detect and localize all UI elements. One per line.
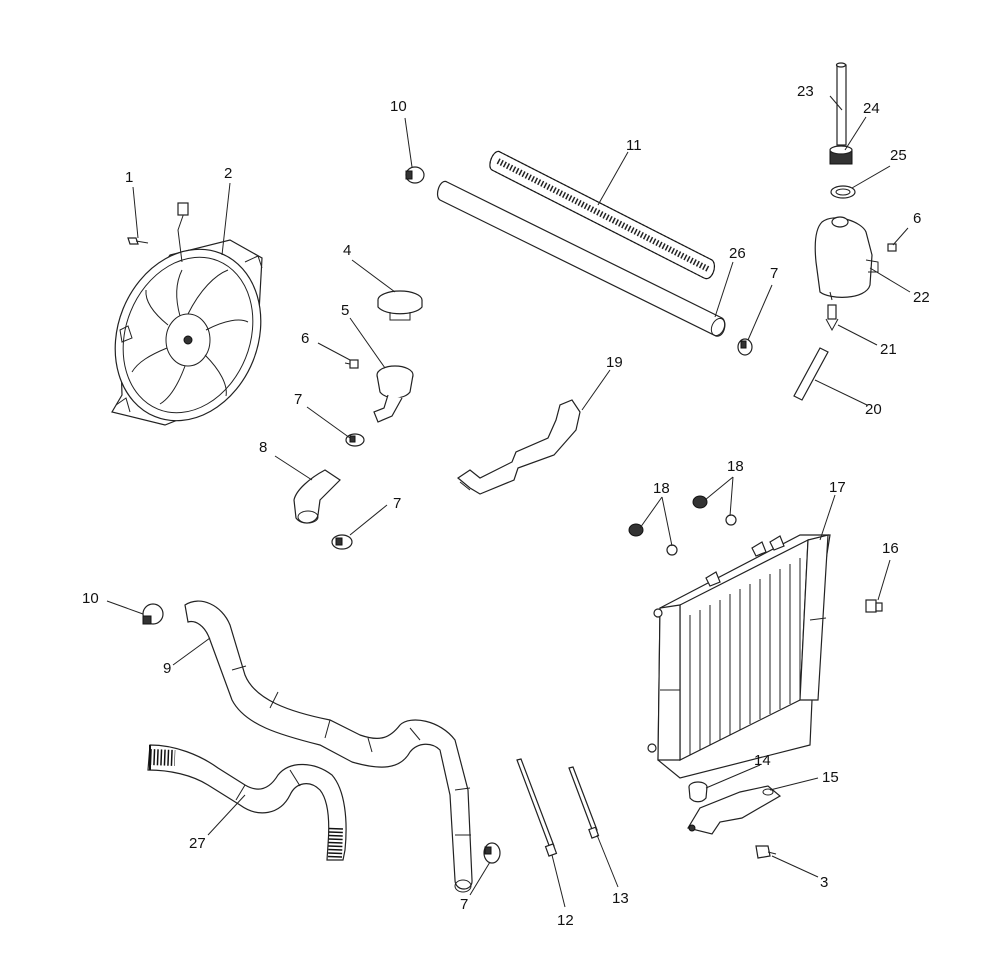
cable-tie-part-13 xyxy=(568,766,600,839)
fan-assembly xyxy=(111,202,263,426)
callout-10-upper: 10 xyxy=(390,98,407,115)
tank-cap-part-25 xyxy=(829,145,853,165)
cable-tie-part-12 xyxy=(516,758,558,857)
callout-8: 8 xyxy=(259,439,267,456)
callout-7-b: 7 xyxy=(393,495,401,512)
callout-11: 11 xyxy=(626,137,642,154)
filler-neck-part-5 xyxy=(373,365,414,423)
straight-tube-part-26 xyxy=(436,180,726,337)
expansion-tank-part-22 xyxy=(814,216,879,301)
hose-clamp-part-7-d xyxy=(483,842,501,864)
bolt-part-6-right xyxy=(887,243,897,252)
corrugated-hose-part-27 xyxy=(147,744,347,861)
radiator-cap-part-4 xyxy=(377,290,423,321)
grommet-part-14 xyxy=(688,781,708,803)
callout-1: 1 xyxy=(125,169,133,186)
callout-26: 26 xyxy=(729,245,746,262)
callout-labels: 1 2 3 4 5 6 6 7 7 7 7 8 9 10 10 11 12 13… xyxy=(82,83,930,929)
callout-12: 12 xyxy=(557,912,574,929)
callout-7-c: 7 xyxy=(770,265,778,282)
radiator-hose-part-9 xyxy=(184,600,473,893)
callout-22: 22 xyxy=(913,289,930,306)
leader-lines xyxy=(106,95,911,908)
overflow-tube-part-23 xyxy=(835,62,847,146)
hose-clamp-part-7-c xyxy=(737,338,753,356)
callout-20: 20 xyxy=(865,401,882,418)
elbow-hose-part-8 xyxy=(293,469,341,524)
callout-6-left: 6 xyxy=(301,330,309,347)
grommets-part-18 xyxy=(628,495,737,556)
screw-part-1 xyxy=(127,237,149,245)
callout-15: 15 xyxy=(822,769,839,786)
radiator-part-17 xyxy=(647,534,831,779)
callout-7-d: 7 xyxy=(460,896,468,913)
callout-23: 23 xyxy=(797,83,814,100)
callout-7-a: 7 xyxy=(294,391,302,408)
hose-clamp-part-7-b xyxy=(331,534,353,550)
callout-14: 14 xyxy=(754,752,771,769)
callout-16: 16 xyxy=(882,540,899,557)
callout-17: 17 xyxy=(829,479,846,496)
callout-6-right: 6 xyxy=(913,210,921,227)
callout-3: 3 xyxy=(820,874,828,891)
radiator-core-fins xyxy=(689,558,801,755)
callout-18-right: 18 xyxy=(727,458,744,475)
bolt-part-3 xyxy=(755,845,777,859)
callout-5: 5 xyxy=(341,302,349,319)
callout-27: 27 xyxy=(189,835,206,852)
callout-19: 19 xyxy=(606,354,623,371)
callout-18-left: 18 xyxy=(653,480,670,497)
hose-clamp-part-7-a xyxy=(345,433,365,447)
corrugated-sleeve-part-11 xyxy=(489,150,716,280)
callout-9: 9 xyxy=(163,660,171,677)
callout-24: 24 xyxy=(863,100,880,117)
bracket-part-19 xyxy=(456,399,581,495)
vent-hose-part-20 xyxy=(793,347,829,401)
callout-10-lower: 10 xyxy=(82,590,99,607)
bolt-part-16 xyxy=(865,599,883,613)
bolt-part-6-left xyxy=(344,359,359,369)
callout-4: 4 xyxy=(343,242,351,259)
o-ring-part-24 xyxy=(830,185,856,199)
mounting-bracket-part-15 xyxy=(687,785,782,835)
callout-21: 21 xyxy=(880,341,897,358)
fitting-part-21 xyxy=(825,304,839,332)
hose-clamp-part-10-lower xyxy=(142,603,164,625)
callout-25: 25 xyxy=(890,147,907,164)
callout-13: 13 xyxy=(612,890,629,907)
callout-2: 2 xyxy=(224,165,232,182)
hose-clamp-part-10-upper xyxy=(405,166,425,184)
